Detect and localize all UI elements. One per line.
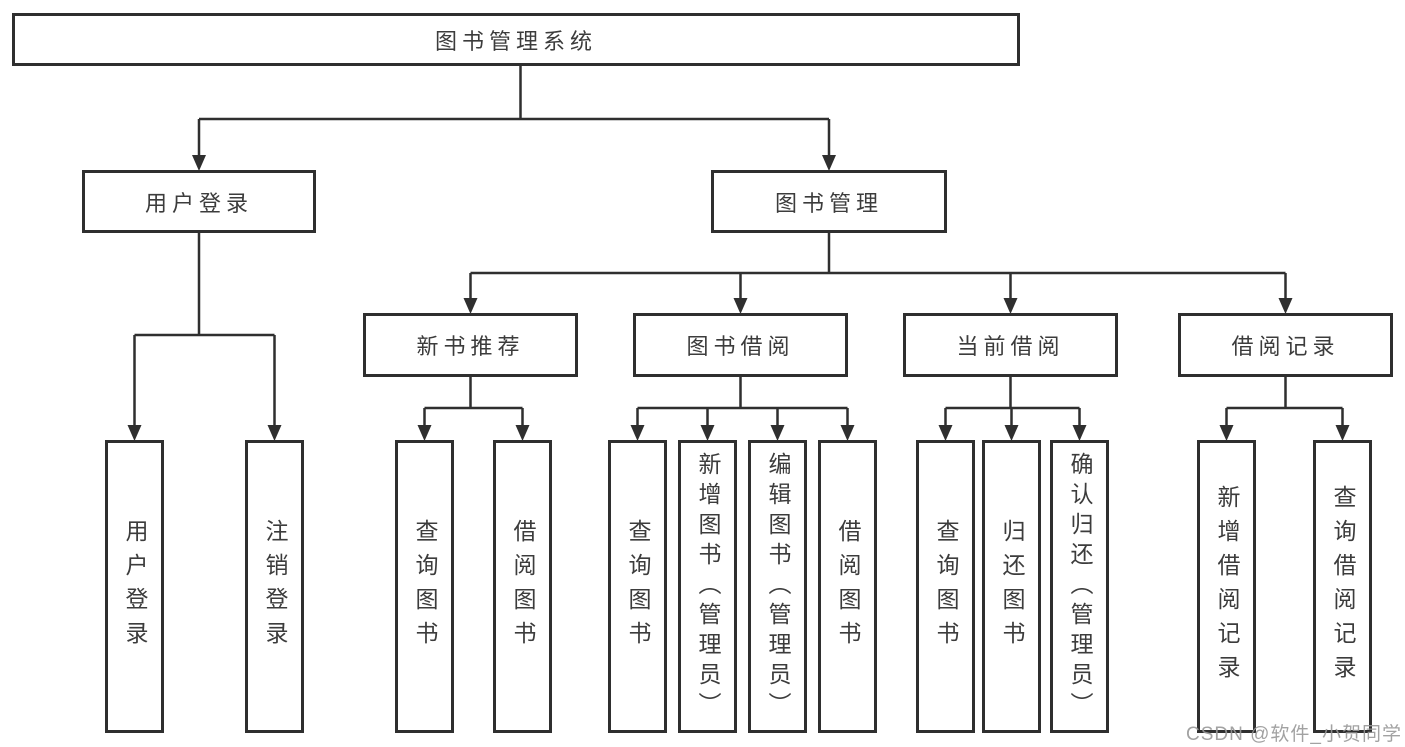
node-leaf-user-login: 用户登录: [105, 440, 164, 733]
node-leaf-edit-books-admin: 编辑图书（管理员）: [748, 440, 807, 733]
node-leaf-add-books-admin: 新增图书（管理员）: [678, 440, 737, 733]
node-leaf-logout: 注销登录: [245, 440, 304, 733]
node-leaf-query-books-current: 查询图书: [916, 440, 975, 733]
node-leaf-query-books-recommend: 查询图书: [395, 440, 454, 733]
node-leaf-confirm-return-admin: 确认归还（管理员）: [1050, 440, 1109, 733]
node-borrowing-records: 借阅记录: [1178, 313, 1393, 377]
node-book-borrowing: 图书借阅: [633, 313, 848, 377]
node-current-borrowing: 当前借阅: [903, 313, 1118, 377]
node-library-management-system: 图书管理系统: [12, 13, 1020, 66]
watermark: CSDN @软件_小贺同学: [1186, 724, 1402, 745]
node-leaf-add-borrow-record: 新增借阅记录: [1197, 440, 1256, 733]
node-new-book-recommend: 新书推荐: [363, 313, 578, 377]
node-user-login: 用户登录: [82, 170, 316, 233]
node-leaf-borrow-books-borrowing: 借阅图书: [818, 440, 877, 733]
node-leaf-query-borrow-record: 查询借阅记录: [1313, 440, 1372, 733]
node-leaf-query-books-borrowing: 查询图书: [608, 440, 667, 733]
node-leaf-return-books: 归还图书: [982, 440, 1041, 733]
node-leaf-borrow-books-recommend: 借阅图书: [493, 440, 552, 733]
node-book-management: 图书管理: [711, 170, 947, 233]
